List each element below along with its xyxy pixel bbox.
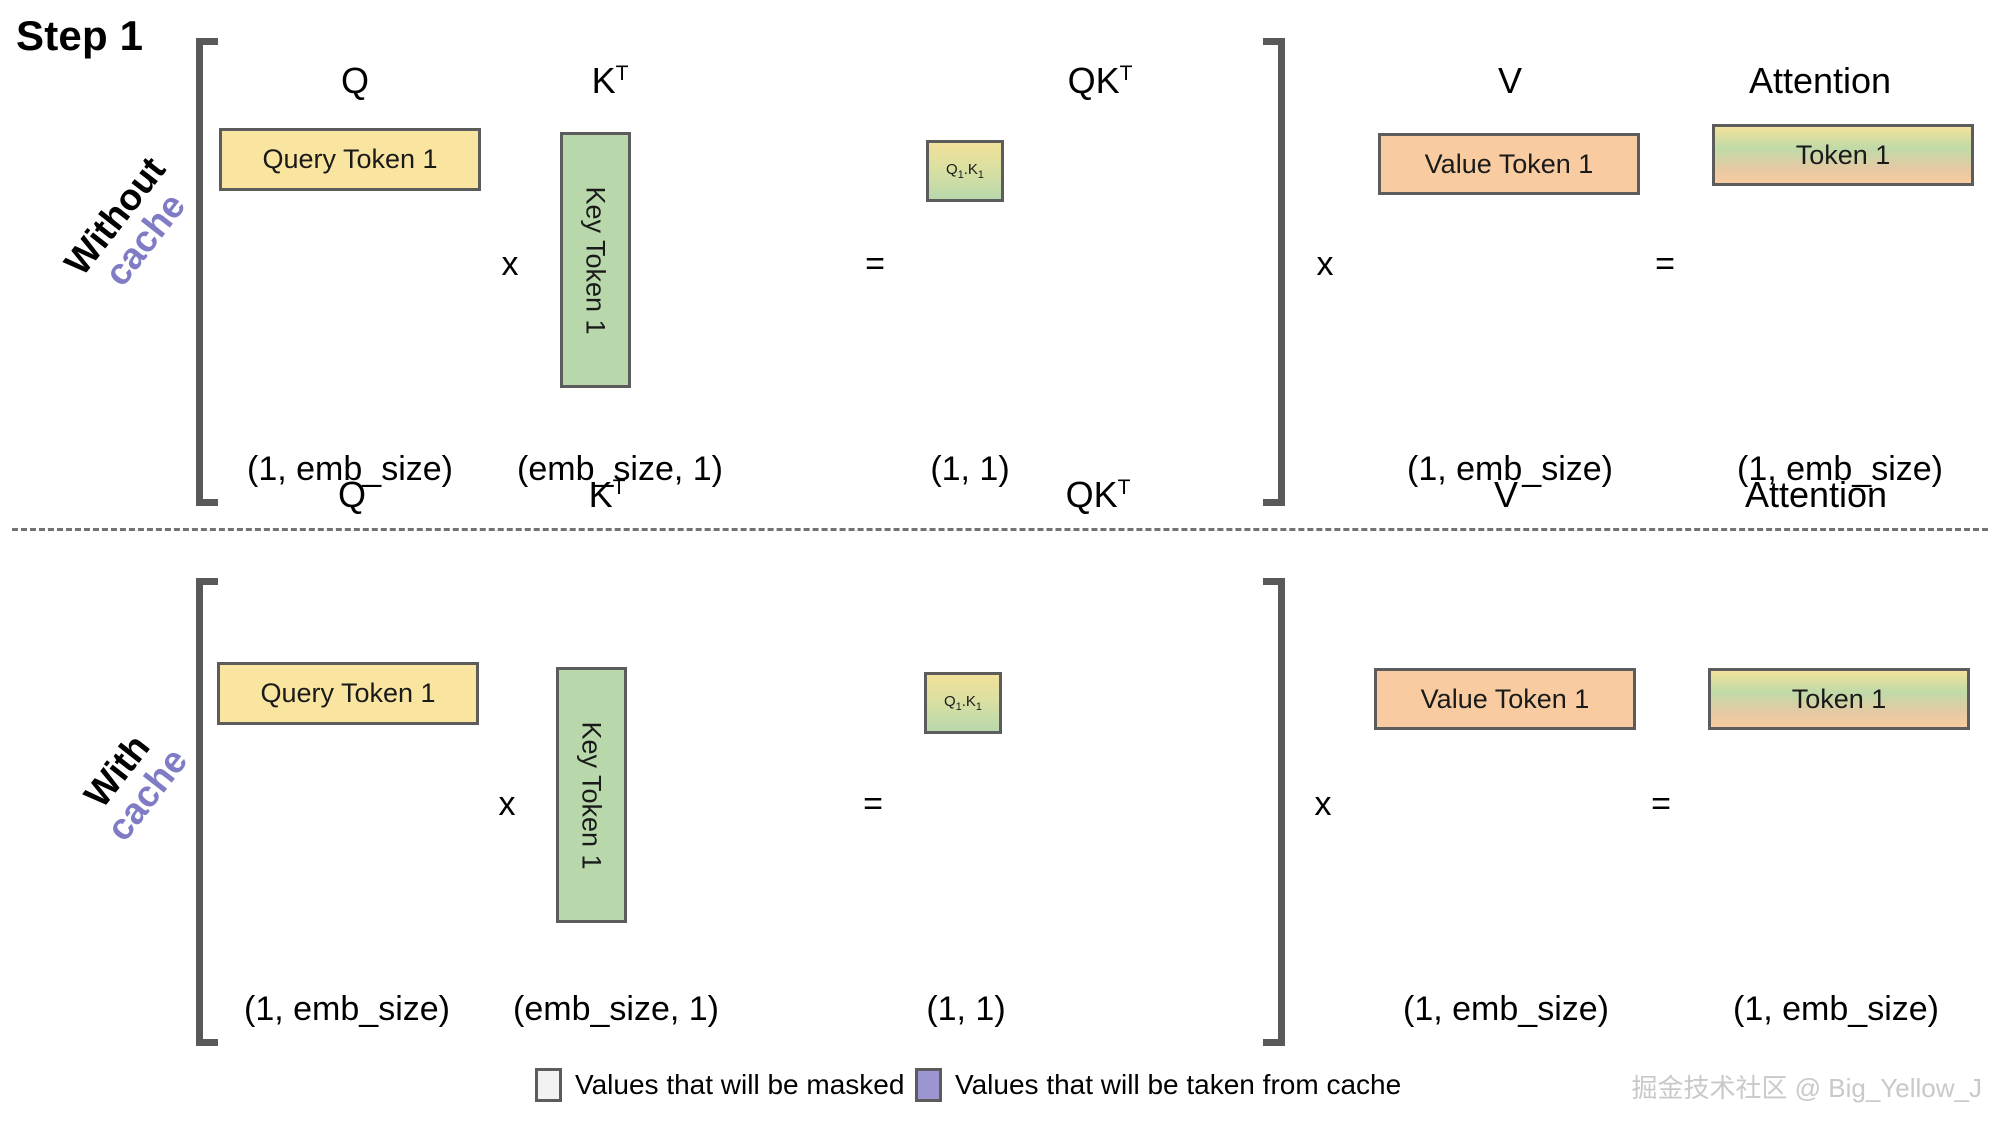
matrix-box-key-row1: Key Token 1 — [560, 132, 631, 388]
operator-multiply-2-row1: x — [1305, 245, 1345, 284]
dim-qkt-row2: (1, 1) — [876, 990, 1056, 1029]
col-header-kt-row1: KT — [545, 60, 675, 102]
dim-q-row2: (1, emb_size) — [212, 990, 482, 1029]
col-header-kt-text: K — [591, 60, 616, 101]
col-header-q-row1: Q — [225, 60, 485, 102]
page-title: Step 1 — [16, 12, 144, 59]
matrix-box-qkt-label: Q1.K1 — [946, 161, 984, 181]
dim-attention-row1: (1, emb_size) — [1700, 450, 1980, 489]
matrix-box-query-label: Query Token 1 — [260, 678, 436, 708]
col-header-kt-text: K — [588, 474, 613, 515]
dim-kt-text: (emb_size, 1) — [513, 990, 719, 1028]
operator-equals-2-row2: = — [1641, 785, 1681, 824]
legend-swatch-cached-icon — [915, 1068, 942, 1102]
operator-equals-2-row1: = — [1645, 245, 1685, 284]
col-header-qkt-row2: QKT — [1018, 474, 1178, 516]
operator-equals-1-text: = — [863, 785, 883, 823]
dim-q-row1: (1, emb_size) — [215, 450, 485, 489]
dim-kt-text: (emb_size, 1) — [517, 450, 723, 488]
dim-qkt-text: (1, 1) — [926, 990, 1006, 1028]
row-label-with-cache: With cache — [47, 689, 217, 877]
dim-attention-text: (1, emb_size) — [1733, 990, 1939, 1028]
dim-kt-row1: (emb_size, 1) — [470, 450, 770, 489]
watermark: 掘金技术社区 @ Big_Yellow_J — [1631, 1073, 1982, 1103]
operator-multiply-2-text: x — [1316, 245, 1334, 283]
col-header-attention-text: Attention — [1744, 474, 1888, 515]
dim-v-text: (1, emb_size) — [1403, 990, 1609, 1028]
operator-multiply-1-row1: x — [490, 245, 530, 284]
matrix-box-value-row2: Value Token 1 — [1374, 668, 1636, 730]
bracket-left-row2 — [196, 578, 218, 1046]
section-divider — [12, 528, 1988, 531]
bracket-right-row1 — [1263, 38, 1285, 506]
dim-attention-row2: (1, emb_size) — [1696, 990, 1976, 1029]
operator-multiply-1-text: x — [498, 785, 516, 823]
col-header-attention-row1: Attention — [1660, 60, 1980, 102]
col-header-qkt-text: QK — [1065, 474, 1118, 515]
legend-swatch-masked-icon — [535, 1068, 562, 1102]
col-header-q-text: Q — [340, 60, 369, 101]
row-label-without-cache: Without cache — [45, 134, 215, 322]
matrix-box-key-row2: Key Token 1 — [556, 667, 627, 923]
col-header-kt-sup: T — [615, 62, 629, 85]
matrix-box-value-label: Value Token 1 — [1420, 683, 1590, 714]
matrix-box-query-label: Query Token 1 — [262, 144, 438, 174]
matrix-box-qkt-row1: Q1.K1 — [926, 140, 1004, 202]
col-header-kt-row2: KT — [542, 474, 672, 516]
col-header-qkt-sup: T — [1119, 62, 1133, 85]
matrix-box-value-label: Value Token 1 — [1424, 148, 1594, 179]
col-header-v-row2: V — [1376, 474, 1636, 516]
operator-equals-1-text: = — [865, 245, 885, 283]
col-header-qkt-text: QK — [1067, 60, 1120, 101]
matrix-box-query-row2: Query Token 1 — [217, 662, 479, 725]
legend-item-masked: Values that will be masked — [535, 1068, 904, 1102]
col-header-q-text: Q — [337, 474, 366, 515]
bracket-left-row1 — [196, 38, 218, 506]
col-header-v-row1: V — [1380, 60, 1640, 102]
dim-v-row2: (1, emb_size) — [1366, 990, 1646, 1029]
operator-multiply-1-text: x — [501, 245, 519, 283]
dim-v-row1: (1, emb_size) — [1370, 450, 1650, 489]
dim-qkt-text: (1, 1) — [930, 450, 1010, 488]
operator-multiply-1-row2: x — [487, 785, 527, 824]
matrix-box-attention-row2: Token 1 — [1708, 668, 1970, 730]
operator-equals-1-row1: = — [855, 245, 895, 284]
col-header-kt-sup: T — [612, 476, 626, 499]
operator-equals-2-text: = — [1655, 245, 1675, 283]
bracket-right-row2 — [1263, 578, 1285, 1046]
matrix-box-key-label: Key Token 1 — [581, 185, 612, 335]
matrix-box-attention-label: Token 1 — [1795, 139, 1891, 170]
operator-equals-1-row2: = — [853, 785, 893, 824]
col-header-attention-text: Attention — [1748, 60, 1892, 101]
dim-v-text: (1, emb_size) — [1407, 450, 1613, 488]
operator-equals-2-text: = — [1651, 785, 1671, 823]
matrix-box-qkt-row2: Q1.K1 — [924, 672, 1002, 734]
matrix-box-qkt-label: Q1.K1 — [944, 693, 982, 713]
matrix-box-query-row1: Query Token 1 — [219, 128, 481, 191]
legend-label-cached: Values that will be taken from cache — [955, 1069, 1402, 1100]
dim-q-text: (1, emb_size) — [244, 990, 450, 1028]
dim-qkt-row1: (1, 1) — [880, 450, 1060, 489]
col-header-attention-row2: Attention — [1656, 474, 1976, 516]
matrix-box-attention-label: Token 1 — [1791, 683, 1887, 714]
col-header-q-row2: Q — [222, 474, 482, 516]
operator-multiply-2-row2: x — [1303, 785, 1343, 824]
legend-item-cached: Values that will be taken from cache — [915, 1068, 1401, 1102]
col-header-v-text: V — [1493, 474, 1518, 515]
operator-multiply-2-text: x — [1314, 785, 1332, 823]
dim-attention-text: (1, emb_size) — [1737, 450, 1943, 488]
matrix-box-value-row1: Value Token 1 — [1378, 133, 1640, 195]
matrix-box-attention-row1: Token 1 — [1712, 124, 1974, 186]
matrix-box-key-label: Key Token 1 — [577, 720, 608, 870]
dim-kt-row2: (emb_size, 1) — [466, 990, 766, 1029]
legend-label-masked: Values that will be masked — [575, 1069, 905, 1100]
col-header-qkt-row1: QKT — [1020, 60, 1180, 102]
dim-q-text: (1, emb_size) — [247, 450, 453, 488]
col-header-qkt-sup: T — [1117, 476, 1131, 499]
col-header-v-text: V — [1497, 60, 1522, 101]
